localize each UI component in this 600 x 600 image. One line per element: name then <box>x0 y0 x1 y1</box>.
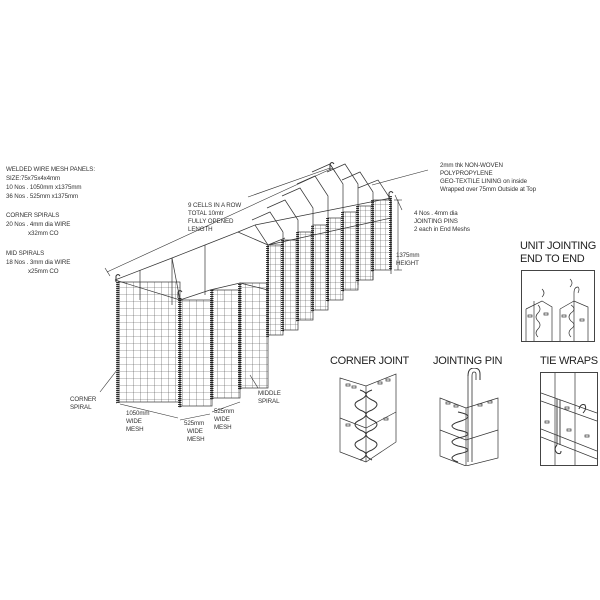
unit-jointing-box <box>521 270 595 342</box>
pins-line-2: JOINTING PINS <box>414 218 458 225</box>
panels-line-2: 36 Nos . 525mm x1375mm <box>6 193 79 200</box>
tie-wraps-box <box>540 372 598 466</box>
barrier-cells <box>114 162 394 408</box>
geo-line-3: GEO-TEXTILE LINING on inside <box>440 178 527 185</box>
corner-joint-title: CORNER JOINT <box>330 355 409 367</box>
cells-line-2: TOTAL 10mtr <box>188 210 224 217</box>
wide525b-line-1: 525mm <box>214 408 235 415</box>
middle-spiral-line-1: MIDDLE <box>258 390 281 397</box>
wide525a-line-3: MESH <box>187 436 205 443</box>
height-line-1: 1375mm <box>396 252 420 259</box>
wide525a-line-1: 525mm <box>184 420 205 427</box>
unit-jointing-illustration <box>525 278 589 341</box>
middle-spiral-line-2: SPIRAL <box>258 398 280 405</box>
corner-spirals-line-1: 20 Nos . 4mm dia WIRE <box>6 221 71 228</box>
corner-joint-illustration <box>339 373 397 463</box>
geo-line-4: Wrapped over 75mm Outside at Top <box>440 186 536 193</box>
panels-size: SIZE:75x75x4x4mm <box>6 175 61 182</box>
corner-spiral-line-1: CORNER <box>70 396 97 403</box>
jointing-pin-illustration <box>439 368 499 466</box>
cells-line-4: LENGTH <box>188 226 213 233</box>
pins-line-3: 2 each in End Meshs <box>414 226 470 233</box>
leader-lines <box>99 163 429 421</box>
mid-spirals-line-2: x25mm CO <box>28 268 59 275</box>
corner-spirals-title: CORNER SPIRALS <box>6 212 60 219</box>
opened-cell <box>114 231 269 408</box>
wide1050-line-3: MESH <box>126 426 144 433</box>
wide525b-line-3: MESH <box>214 424 232 431</box>
cells-line-3: FULLY OPENED <box>188 218 234 225</box>
geo-line-2: POLYPROPYLENE <box>440 170 493 177</box>
mid-spirals-line-1: 18 Nos . 3mm dia WIRE <box>6 259 71 266</box>
wide1050-line-1: 1050mm <box>126 410 150 417</box>
cells-line-1: 9 CELLS IN A ROW <box>188 202 242 209</box>
wide525a-line-2: WIDE <box>187 428 203 435</box>
mid-spirals-title: MID SPIRALS <box>6 250 45 257</box>
tie-wraps-title: TIE WRAPS <box>540 355 598 367</box>
corner-spiral-line-2: SPIRAL <box>70 404 92 411</box>
height-line-2: HEIGHT <box>396 260 419 267</box>
pins-line-1: 4 Nos . 4mm dia <box>414 210 458 217</box>
corner-spirals-line-2: x32mm CO <box>28 230 59 237</box>
tie-wraps-illustration <box>541 373 597 465</box>
unit-jointing-title-1: UNIT JOINTING <box>520 240 596 252</box>
panels-line-1: 10 Nos . 1050mm x1375mm <box>6 184 82 191</box>
geo-line-1: 2mm thk NON-WOVEN <box>440 162 503 169</box>
panels-title: WELDED WIRE MESH PANELS: <box>6 166 95 173</box>
wide1050-line-2: WIDE <box>126 418 142 425</box>
unit-jointing-title-2: END TO END <box>520 253 585 265</box>
jointing-pin-title: JOINTING PIN <box>433 355 503 367</box>
wide525b-line-2: WIDE <box>214 416 230 423</box>
